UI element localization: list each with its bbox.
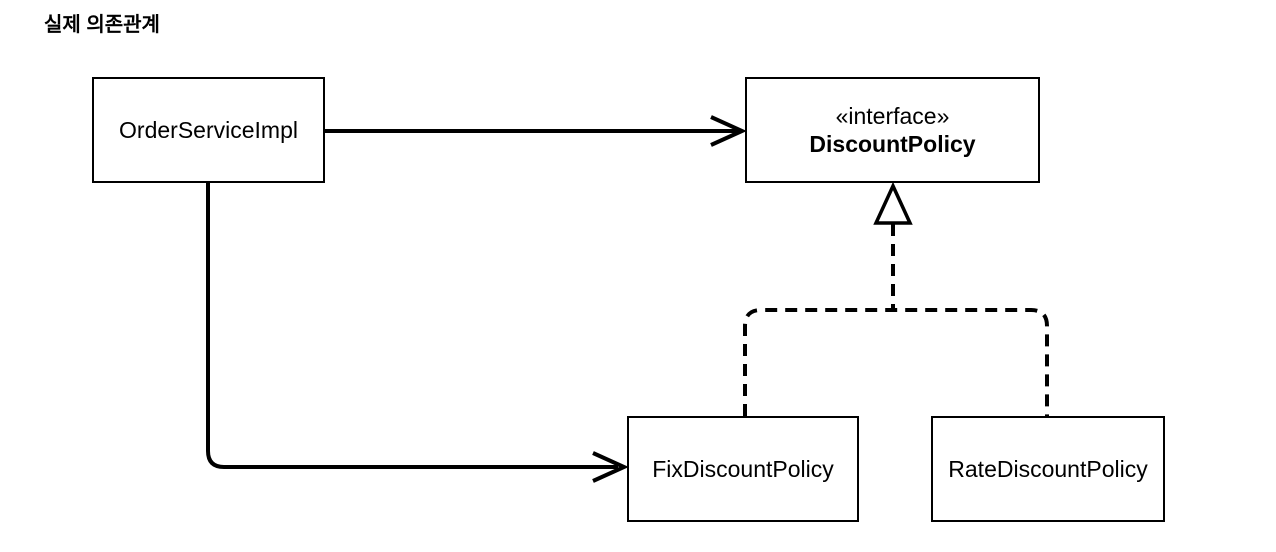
dependency-edge-order-to-fix xyxy=(206,183,629,483)
open-arrowhead-icon xyxy=(710,115,747,147)
class-node-label: FixDiscountPolicy xyxy=(652,456,834,482)
hollow-triangle-arrowhead-icon xyxy=(873,181,913,225)
diagram-title: 실제 의존관계 xyxy=(44,14,160,36)
interface-node-discount-policy: «interface» DiscountPolicy xyxy=(745,77,1040,183)
class-node-order-service-impl: OrderServiceImpl xyxy=(92,77,325,183)
realization-edges xyxy=(743,181,1049,416)
class-node-fix-discount-policy: FixDiscountPolicy xyxy=(627,416,859,522)
class-node-rate-discount-policy: RateDiscountPolicy xyxy=(931,416,1165,522)
interface-node-label: DiscountPolicy xyxy=(809,131,976,157)
interface-stereotype-label: «interface» xyxy=(835,103,950,129)
class-node-label: RateDiscountPolicy xyxy=(948,456,1148,482)
open-arrowhead-icon xyxy=(592,451,629,483)
class-node-label: OrderServiceImpl xyxy=(119,117,298,143)
dependency-edge-order-to-interface xyxy=(325,115,747,147)
